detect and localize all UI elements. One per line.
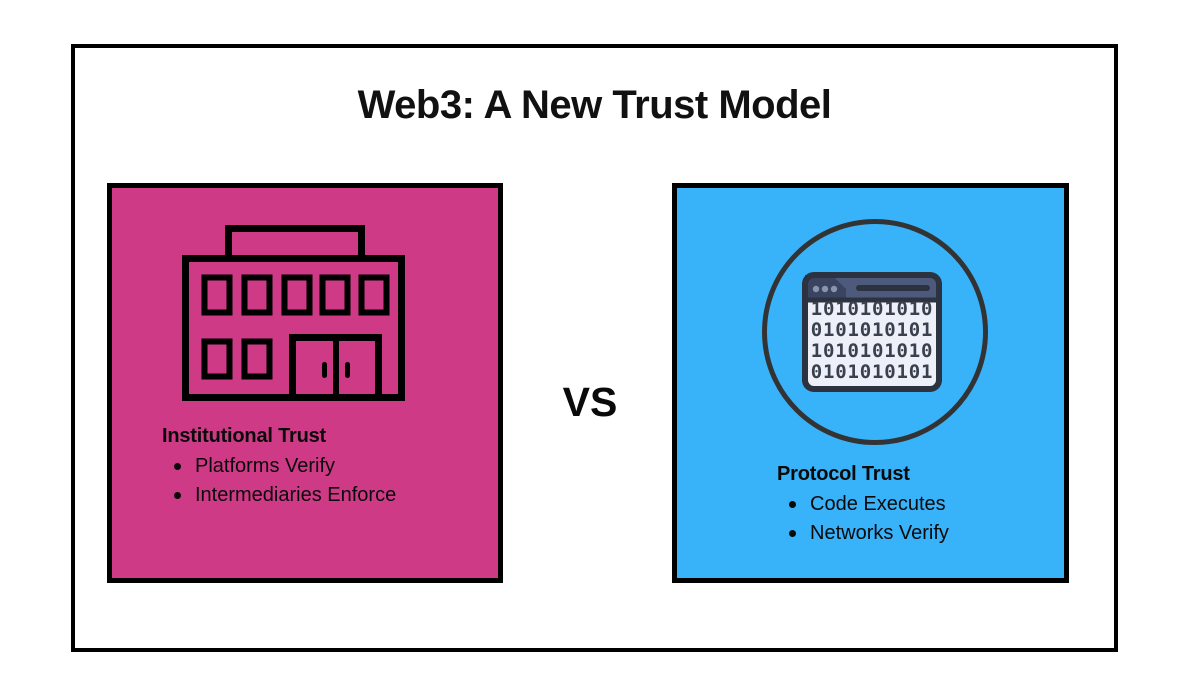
page-title: Web3: A New Trust Model: [357, 83, 832, 127]
right-card-heading: Protocol Trust: [777, 463, 910, 485]
tab-dot: [821, 285, 829, 293]
building-roof: [225, 225, 365, 262]
left-card-heading: Institutional Trust: [162, 425, 326, 447]
address-bar-line: [856, 285, 930, 291]
browser-window-chrome: [802, 272, 942, 392]
tab-dot: [830, 285, 838, 293]
tab-dot: [812, 285, 820, 293]
protocol-trust-card: 1010101010 0101010101 1010101010 0101010…: [672, 183, 1069, 583]
circle-outline: 1010101010 0101010101 1010101010 0101010…: [762, 219, 988, 445]
right-card-bullets: Code Executes Networks Verify: [777, 490, 949, 548]
bullet-item: Networks Verify: [777, 519, 949, 548]
bullet-item: Code Executes: [777, 490, 949, 519]
bullet-dot: [174, 463, 181, 470]
binary-code-text: 1010101010 0101010101 1010101010 0101010…: [809, 299, 935, 383]
bullet-item: Intermediaries Enforce: [162, 481, 396, 510]
building-windows-top: [201, 274, 390, 316]
building-icon: [182, 225, 405, 401]
protocol-trust-text: Protocol Trust Code Executes Networks Ve…: [777, 461, 949, 548]
bullet-label: Code Executes: [810, 493, 946, 515]
bullet-dot: [789, 501, 796, 508]
vs-label: VS: [562, 379, 618, 425]
binary-row: 1010101010: [810, 298, 934, 320]
building-door: [289, 334, 382, 401]
bullet-label: Networks Verify: [810, 522, 949, 544]
bullet-label: Platforms Verify: [195, 455, 336, 477]
left-card-bullets: Platforms Verify Intermediaries Enforce: [162, 452, 396, 510]
binary-code-window-icon: 1010101010 0101010101 1010101010 0101010…: [802, 272, 942, 392]
bullet-label: Intermediaries Enforce: [195, 484, 397, 506]
institutional-trust-text: Institutional Trust Platforms Verify Int…: [162, 423, 396, 510]
bullet-item: Platforms Verify: [162, 452, 396, 481]
building-windows-bottom: [201, 338, 273, 380]
binary-row: 0101010101: [810, 319, 934, 341]
binary-row: 0101010101: [810, 361, 934, 383]
bullet-dot: [789, 530, 796, 537]
binary-row: 1010101010: [810, 340, 934, 362]
institutional-trust-card: Institutional Trust Platforms Verify Int…: [107, 183, 503, 583]
bullet-dot: [174, 492, 181, 499]
